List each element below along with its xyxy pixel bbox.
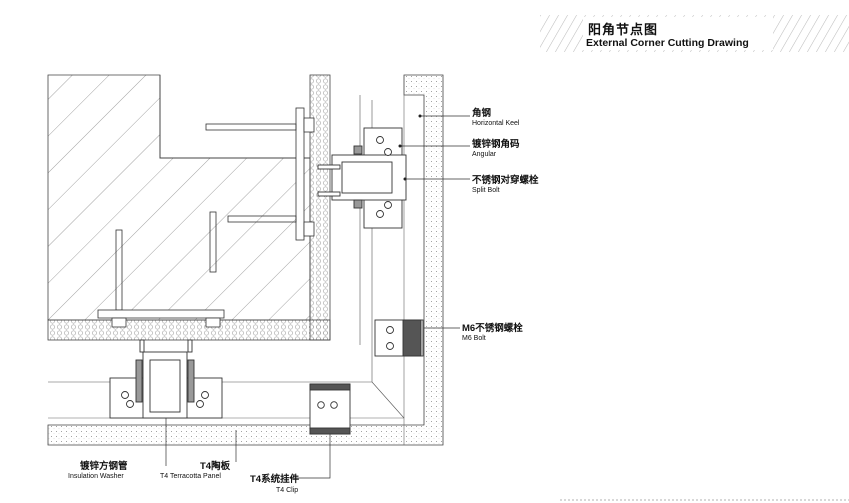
label-t4-clip-cn: T4系统挂件: [250, 474, 300, 485]
label-insulation-washer-en: Insulation Washer: [68, 473, 124, 480]
title-cn: 阳角节点图: [588, 22, 659, 37]
concrete-wall: [47, 74, 311, 321]
m6-bolt-block: [374, 319, 424, 357]
label-m6-bolt-en: M6 Bolt: [462, 335, 486, 342]
anchor-plates-bottom: [97, 309, 225, 328]
label-horizontal-keel-en: Horizontal Keel: [472, 120, 520, 127]
label-terracotta-panel-cn: T4陶板: [200, 461, 231, 472]
angular-bracket: [317, 127, 407, 229]
label-split-bolt-cn: 不锈钢对穿螺栓: [472, 175, 539, 186]
title-en: External Corner Cutting Drawing: [586, 37, 749, 49]
label-t4-clip-en: T4 Clip: [276, 487, 299, 494]
label-angular-en: Angular: [472, 151, 497, 158]
label-horizontal-keel-cn: 角钢: [472, 108, 492, 119]
square-steel-tube: [109, 339, 223, 419]
anchor-plates-right: [115, 107, 315, 311]
leader-lines: [165, 115, 470, 479]
t4-clip: [309, 383, 351, 435]
label-insulation-washer-cn: 镀锌方钢管: [80, 461, 128, 472]
label-angular-cn: 镀锌钢角码: [472, 139, 520, 150]
leader-dots: [398, 114, 422, 181]
label-terracotta-panel-en: T4 Terracotta Panel: [160, 473, 221, 480]
label-m6-bolt-cn: M6不锈钢螺栓: [462, 323, 523, 334]
label-split-bolt-en: Split Bolt: [472, 187, 500, 194]
